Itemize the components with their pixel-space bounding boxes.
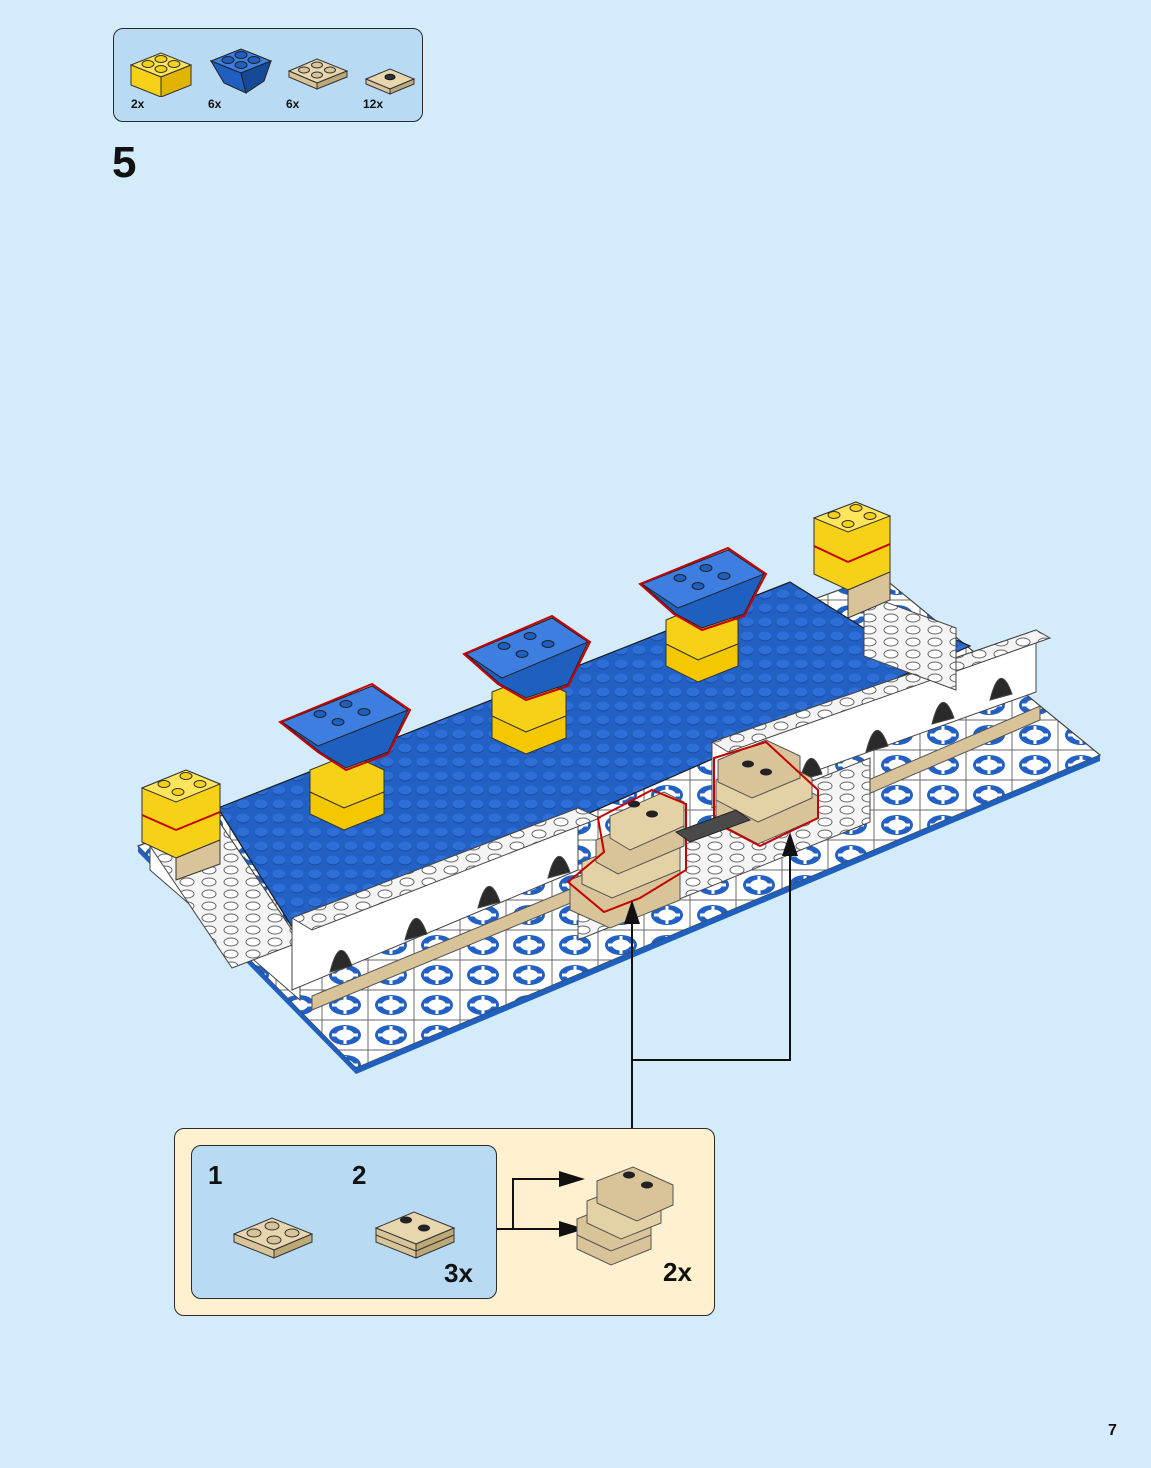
- parts-list-callout: 2x 6x 6x 12x: [113, 28, 423, 122]
- arrow-head-right: [782, 832, 798, 856]
- arrow-head-left: [624, 900, 640, 924]
- substep-2-multiplier: 3x: [444, 1258, 473, 1288]
- blue-slope-part-icon: [206, 37, 286, 117]
- dark-jumper-strip: [674, 809, 752, 843]
- yellow-brick-quantity: 2x: [131, 97, 145, 111]
- column-2: [462, 614, 592, 755]
- substep-2-number: 2: [352, 1160, 367, 1190]
- column-3: [638, 546, 768, 683]
- column-1: [278, 682, 412, 831]
- substep-2-tan-stack-icon: [374, 1211, 456, 1259]
- front-wall-left: [290, 807, 602, 1011]
- tan-plate-quantity: 6x: [286, 97, 300, 111]
- tan-jumper-quantity: 12x: [363, 97, 384, 111]
- callout-arrows: [631, 850, 791, 1120]
- yellow-tower-left: [140, 769, 222, 881]
- callout-connector: [631, 1118, 633, 1130]
- tan-jumper-part-icon: [360, 37, 440, 117]
- subassembly-steps-panel: 1 2 3x: [191, 1145, 497, 1299]
- back-right-wall: [863, 593, 957, 691]
- tan-plate-part-icon: [284, 37, 364, 117]
- yellow-tower-right: [812, 501, 892, 619]
- substep-1-tan-plate-icon: [232, 1217, 314, 1259]
- main-model-illustration: [136, 501, 1102, 1120]
- tan-stack-left: [566, 788, 687, 929]
- step-number: 5: [112, 138, 137, 187]
- substep-1-number: 1: [208, 1160, 223, 1190]
- page-number: 7: [1108, 1422, 1117, 1439]
- subassembly-result-multiplier: 2x: [663, 1257, 692, 1287]
- yellow-brick-part-icon: [126, 37, 206, 117]
- subassembly-callout: 1 2 3x: [174, 1128, 715, 1316]
- subassembly-result-illustration: [497, 1166, 674, 1266]
- blue-slope-quantity: 6x: [208, 97, 222, 111]
